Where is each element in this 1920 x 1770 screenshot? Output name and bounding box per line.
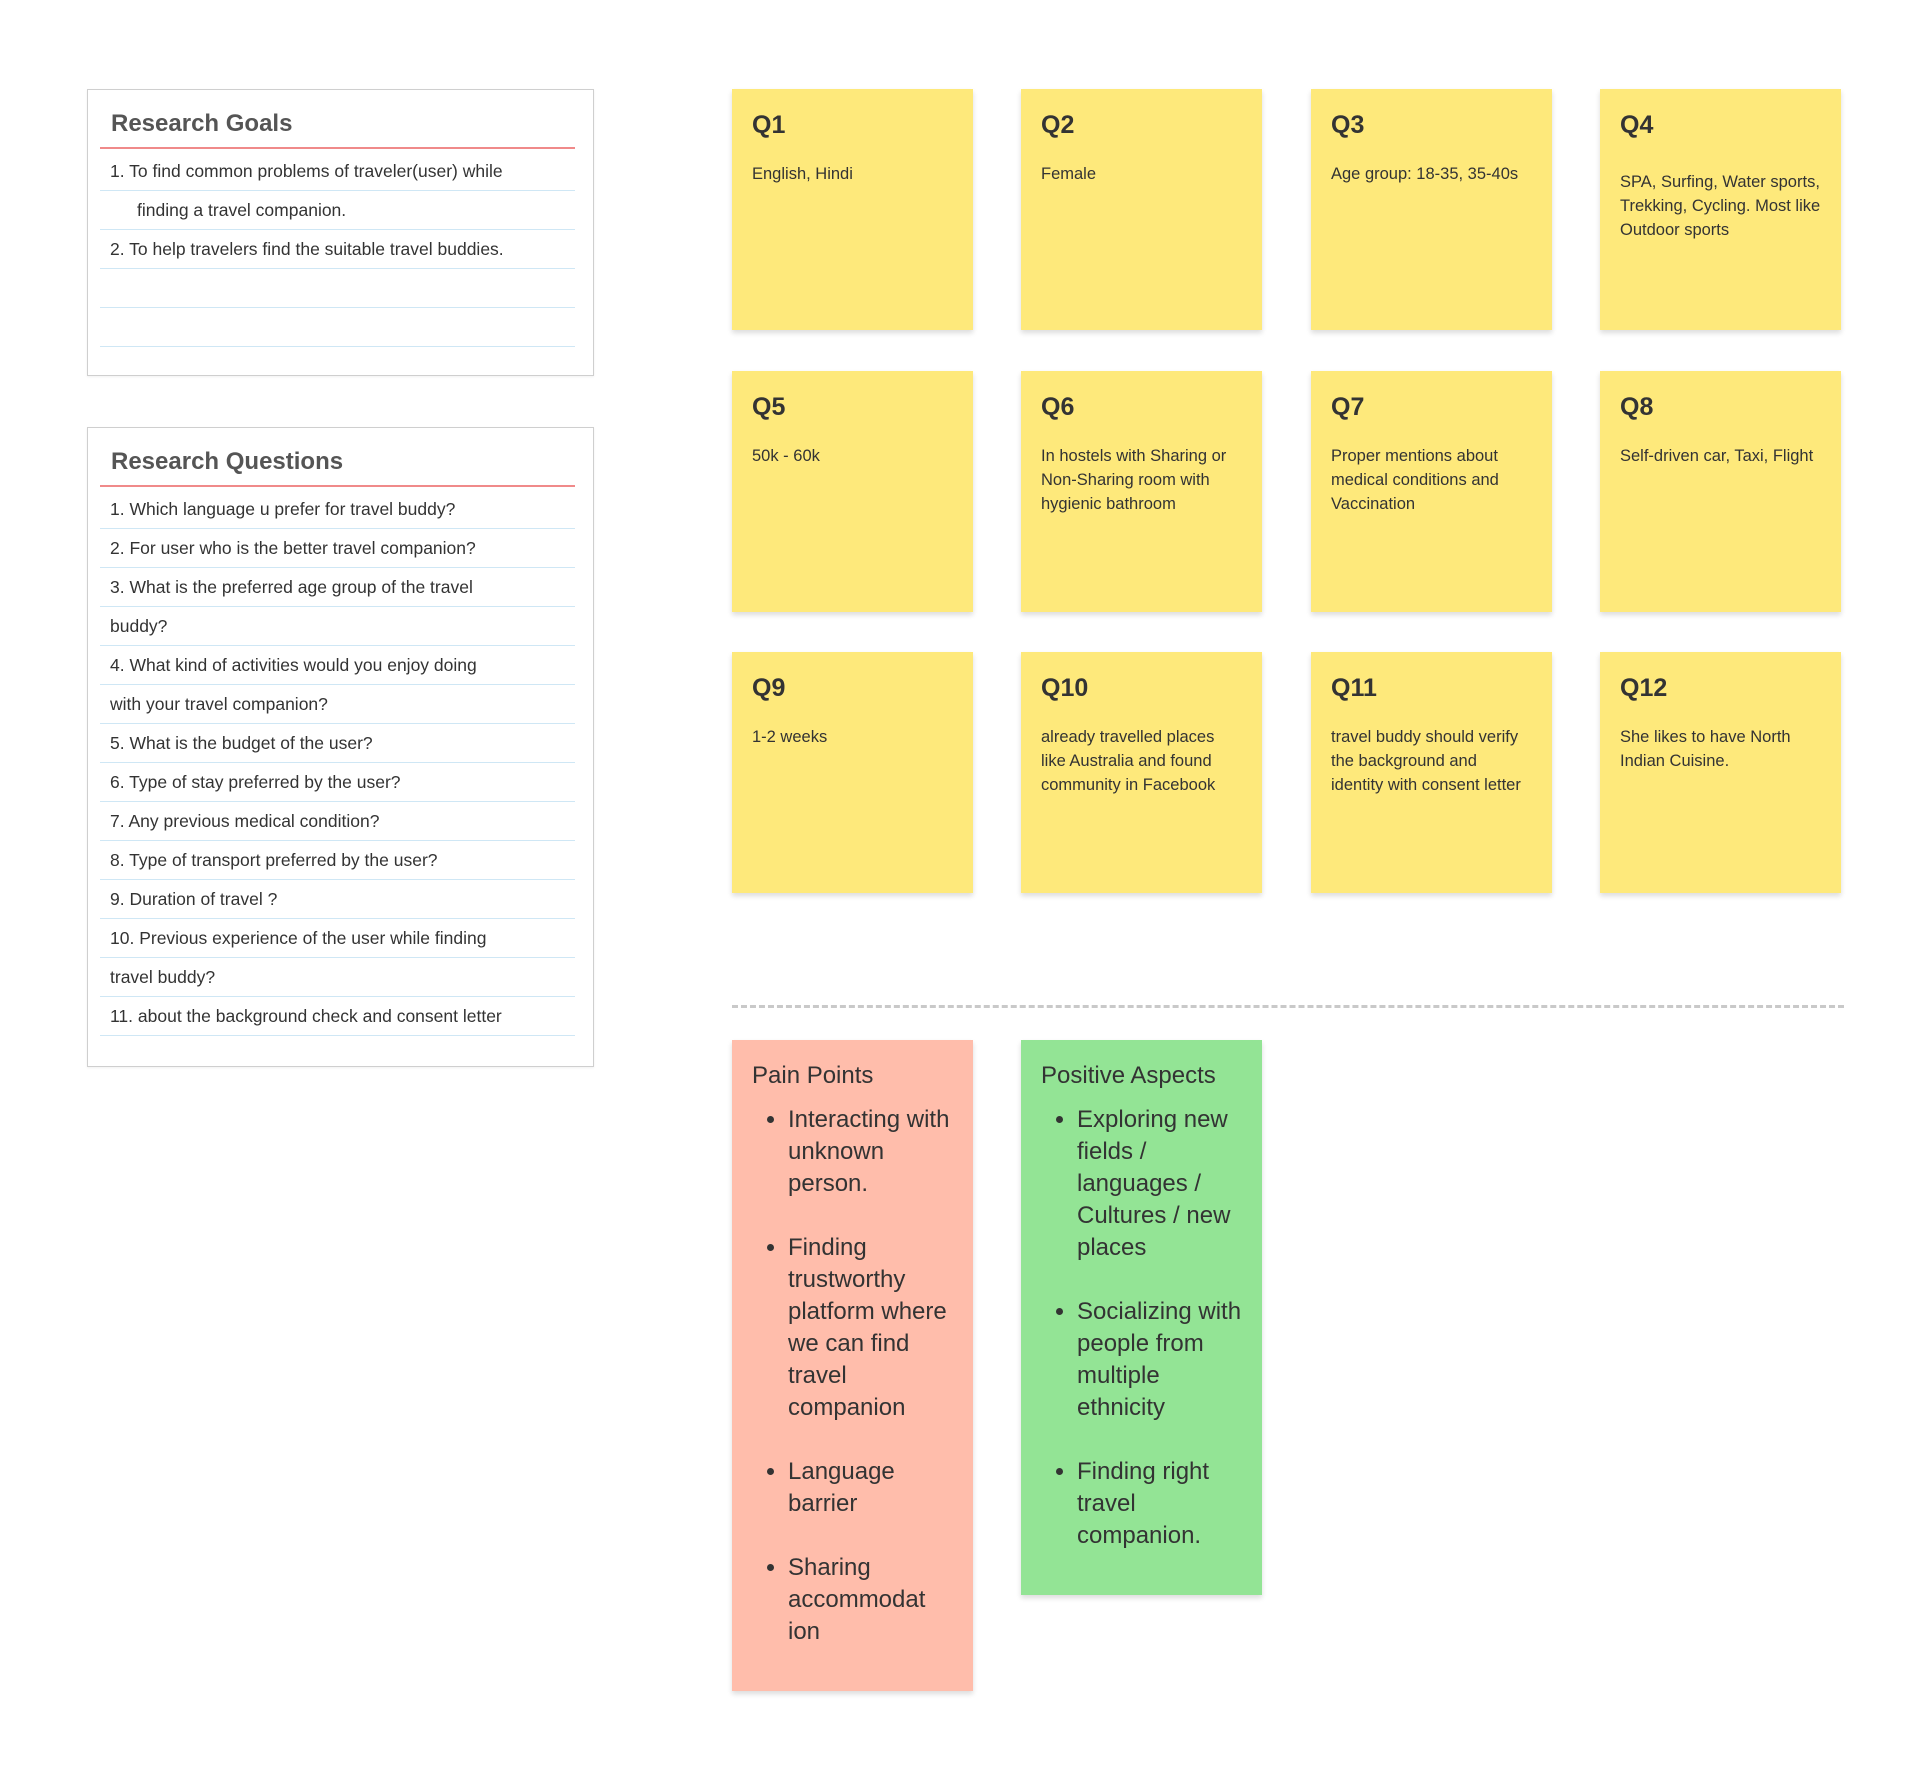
sticky-note-q9[interactable]: Q9 1-2 weeks bbox=[732, 652, 973, 893]
research-goals-panel[interactable]: Research Goals 1. To find common problem… bbox=[87, 89, 594, 376]
sticky-note-title: Q9 bbox=[752, 674, 786, 702]
sticky-note-title: Q8 bbox=[1620, 393, 1654, 421]
research-question-line: 11. about the background check and conse… bbox=[100, 997, 575, 1036]
positive-aspects-list: Exploring new fields / languages / Cultu… bbox=[1041, 1104, 1244, 1552]
sticky-note-q10[interactable]: Q10 already travelled places like Austra… bbox=[1021, 652, 1262, 893]
sticky-note-q8[interactable]: Q8 Self-driven car, Taxi, Flight bbox=[1600, 371, 1841, 612]
research-goal-line: 1. To find common problems of traveler(u… bbox=[100, 152, 575, 191]
sticky-note-q5[interactable]: Q5 50k - 60k bbox=[732, 371, 973, 612]
pain-point-item: Sharing accommodat ion bbox=[788, 1552, 955, 1648]
research-question-line: 4. What kind of activities would you enj… bbox=[100, 646, 575, 685]
positive-aspect-item: Socializing with people from multiple et… bbox=[1077, 1296, 1244, 1424]
sticky-note-text: In hostels with Sharing or Non-Sharing r… bbox=[1041, 447, 1227, 513]
sticky-note-title: Q11 bbox=[1331, 674, 1377, 702]
positive-aspect-item: Exploring new fields / languages / Cultu… bbox=[1077, 1104, 1244, 1264]
sticky-note-q7[interactable]: Q7 Proper mentions about medical conditi… bbox=[1311, 371, 1552, 612]
sticky-note-title: Q10 bbox=[1041, 674, 1089, 702]
research-goal-line: 2. To help travelers find the suitable t… bbox=[100, 230, 575, 269]
sticky-note-title: Q4 bbox=[1620, 111, 1654, 139]
research-question-line: buddy? bbox=[100, 607, 575, 646]
pain-point-item: Language barrier bbox=[788, 1456, 955, 1520]
pain-points-title: Pain Points bbox=[752, 1062, 874, 1089]
sticky-note-text: travel buddy should verify the backgroun… bbox=[1331, 728, 1521, 794]
sticky-note-text: Female bbox=[1041, 165, 1097, 183]
research-question-line: 6. Type of stay preferred by the user? bbox=[100, 763, 575, 802]
sticky-note-q2[interactable]: Q2 Female bbox=[1021, 89, 1262, 330]
title-rule bbox=[100, 147, 575, 149]
sticky-note-q12[interactable]: Q12 She likes to have North Indian Cuisi… bbox=[1600, 652, 1841, 893]
pain-point-item: Finding trustworthy platform where we ca… bbox=[788, 1232, 955, 1424]
positive-aspects-card[interactable]: Positive Aspects Exploring new fields / … bbox=[1021, 1040, 1262, 1595]
sticky-note-title: Q12 bbox=[1620, 674, 1668, 702]
research-question-line: with your travel companion? bbox=[100, 685, 575, 724]
positive-aspect-item: Finding right travel companion. bbox=[1077, 1456, 1244, 1552]
pain-point-item: Interacting with unknown person. bbox=[788, 1104, 955, 1200]
title-rule bbox=[100, 485, 575, 487]
research-question-line: 5. What is the budget of the user? bbox=[100, 724, 575, 763]
sticky-note-title: Q6 bbox=[1041, 393, 1075, 421]
pain-points-card[interactable]: Pain Points Interacting with unknown per… bbox=[732, 1040, 973, 1691]
sticky-note-q11[interactable]: Q11 travel buddy should verify the backg… bbox=[1311, 652, 1552, 893]
sticky-note-text: 1-2 weeks bbox=[752, 728, 828, 746]
research-goal-line bbox=[100, 269, 575, 308]
research-question-line: 9. Duration of travel ? bbox=[100, 880, 575, 919]
research-goal-line bbox=[100, 308, 575, 347]
research-question-line: 1. Which language u prefer for travel bu… bbox=[100, 490, 575, 529]
sticky-note-text: 50k - 60k bbox=[752, 447, 820, 465]
research-questions-lines: 1. Which language u prefer for travel bu… bbox=[100, 490, 575, 1036]
sticky-note-q3[interactable]: Q3 Age group: 18-35, 35-40s bbox=[1311, 89, 1552, 330]
research-question-line: 10. Previous experience of the user whil… bbox=[100, 919, 575, 958]
research-goals-lines: 1. To find common problems of traveler(u… bbox=[100, 152, 575, 347]
sticky-note-text: Self-driven car, Taxi, Flight bbox=[1620, 447, 1814, 465]
research-question-line: 8. Type of transport preferred by the us… bbox=[100, 841, 575, 880]
section-divider bbox=[732, 1005, 1844, 1008]
sticky-note-q4[interactable]: Q4 SPA, Surfing, Water sports, Trekking,… bbox=[1600, 89, 1841, 330]
research-questions-title: Research Questions bbox=[111, 448, 344, 475]
sticky-note-title: Q5 bbox=[752, 393, 786, 421]
research-question-line: travel buddy? bbox=[100, 958, 575, 997]
sticky-note-title: Q7 bbox=[1331, 393, 1365, 421]
sticky-note-text: Age group: 18-35, 35-40s bbox=[1331, 165, 1519, 183]
sticky-note-title: Q3 bbox=[1331, 111, 1365, 139]
research-goal-line: finding a travel companion. bbox=[100, 191, 575, 230]
sticky-note-q6[interactable]: Q6 In hostels with Sharing or Non-Sharin… bbox=[1021, 371, 1262, 612]
pain-points-list: Interacting with unknown person. Finding… bbox=[752, 1104, 955, 1648]
positive-aspects-title: Positive Aspects bbox=[1041, 1062, 1216, 1089]
research-question-line: 2. For user who is the better travel com… bbox=[100, 529, 575, 568]
sticky-note-title: Q1 bbox=[752, 111, 786, 139]
sticky-note-q1[interactable]: Q1 English, Hindi bbox=[732, 89, 973, 330]
sticky-note-text: Proper mentions about medical conditions… bbox=[1331, 447, 1499, 513]
sticky-note-text: already travelled places like Australia … bbox=[1041, 728, 1216, 794]
research-goals-title: Research Goals bbox=[111, 110, 293, 137]
research-question-line: 7. Any previous medical condition? bbox=[100, 802, 575, 841]
sticky-note-text: English, Hindi bbox=[752, 165, 853, 183]
sticky-note-title: Q2 bbox=[1041, 111, 1075, 139]
research-question-line: 3. What is the preferred age group of th… bbox=[100, 568, 575, 607]
sticky-note-text: She likes to have North Indian Cuisine. bbox=[1620, 728, 1791, 770]
research-questions-panel[interactable]: Research Questions 1. Which language u p… bbox=[87, 427, 594, 1067]
sticky-note-text: SPA, Surfing, Water sports, Trekking, Cy… bbox=[1620, 173, 1821, 239]
